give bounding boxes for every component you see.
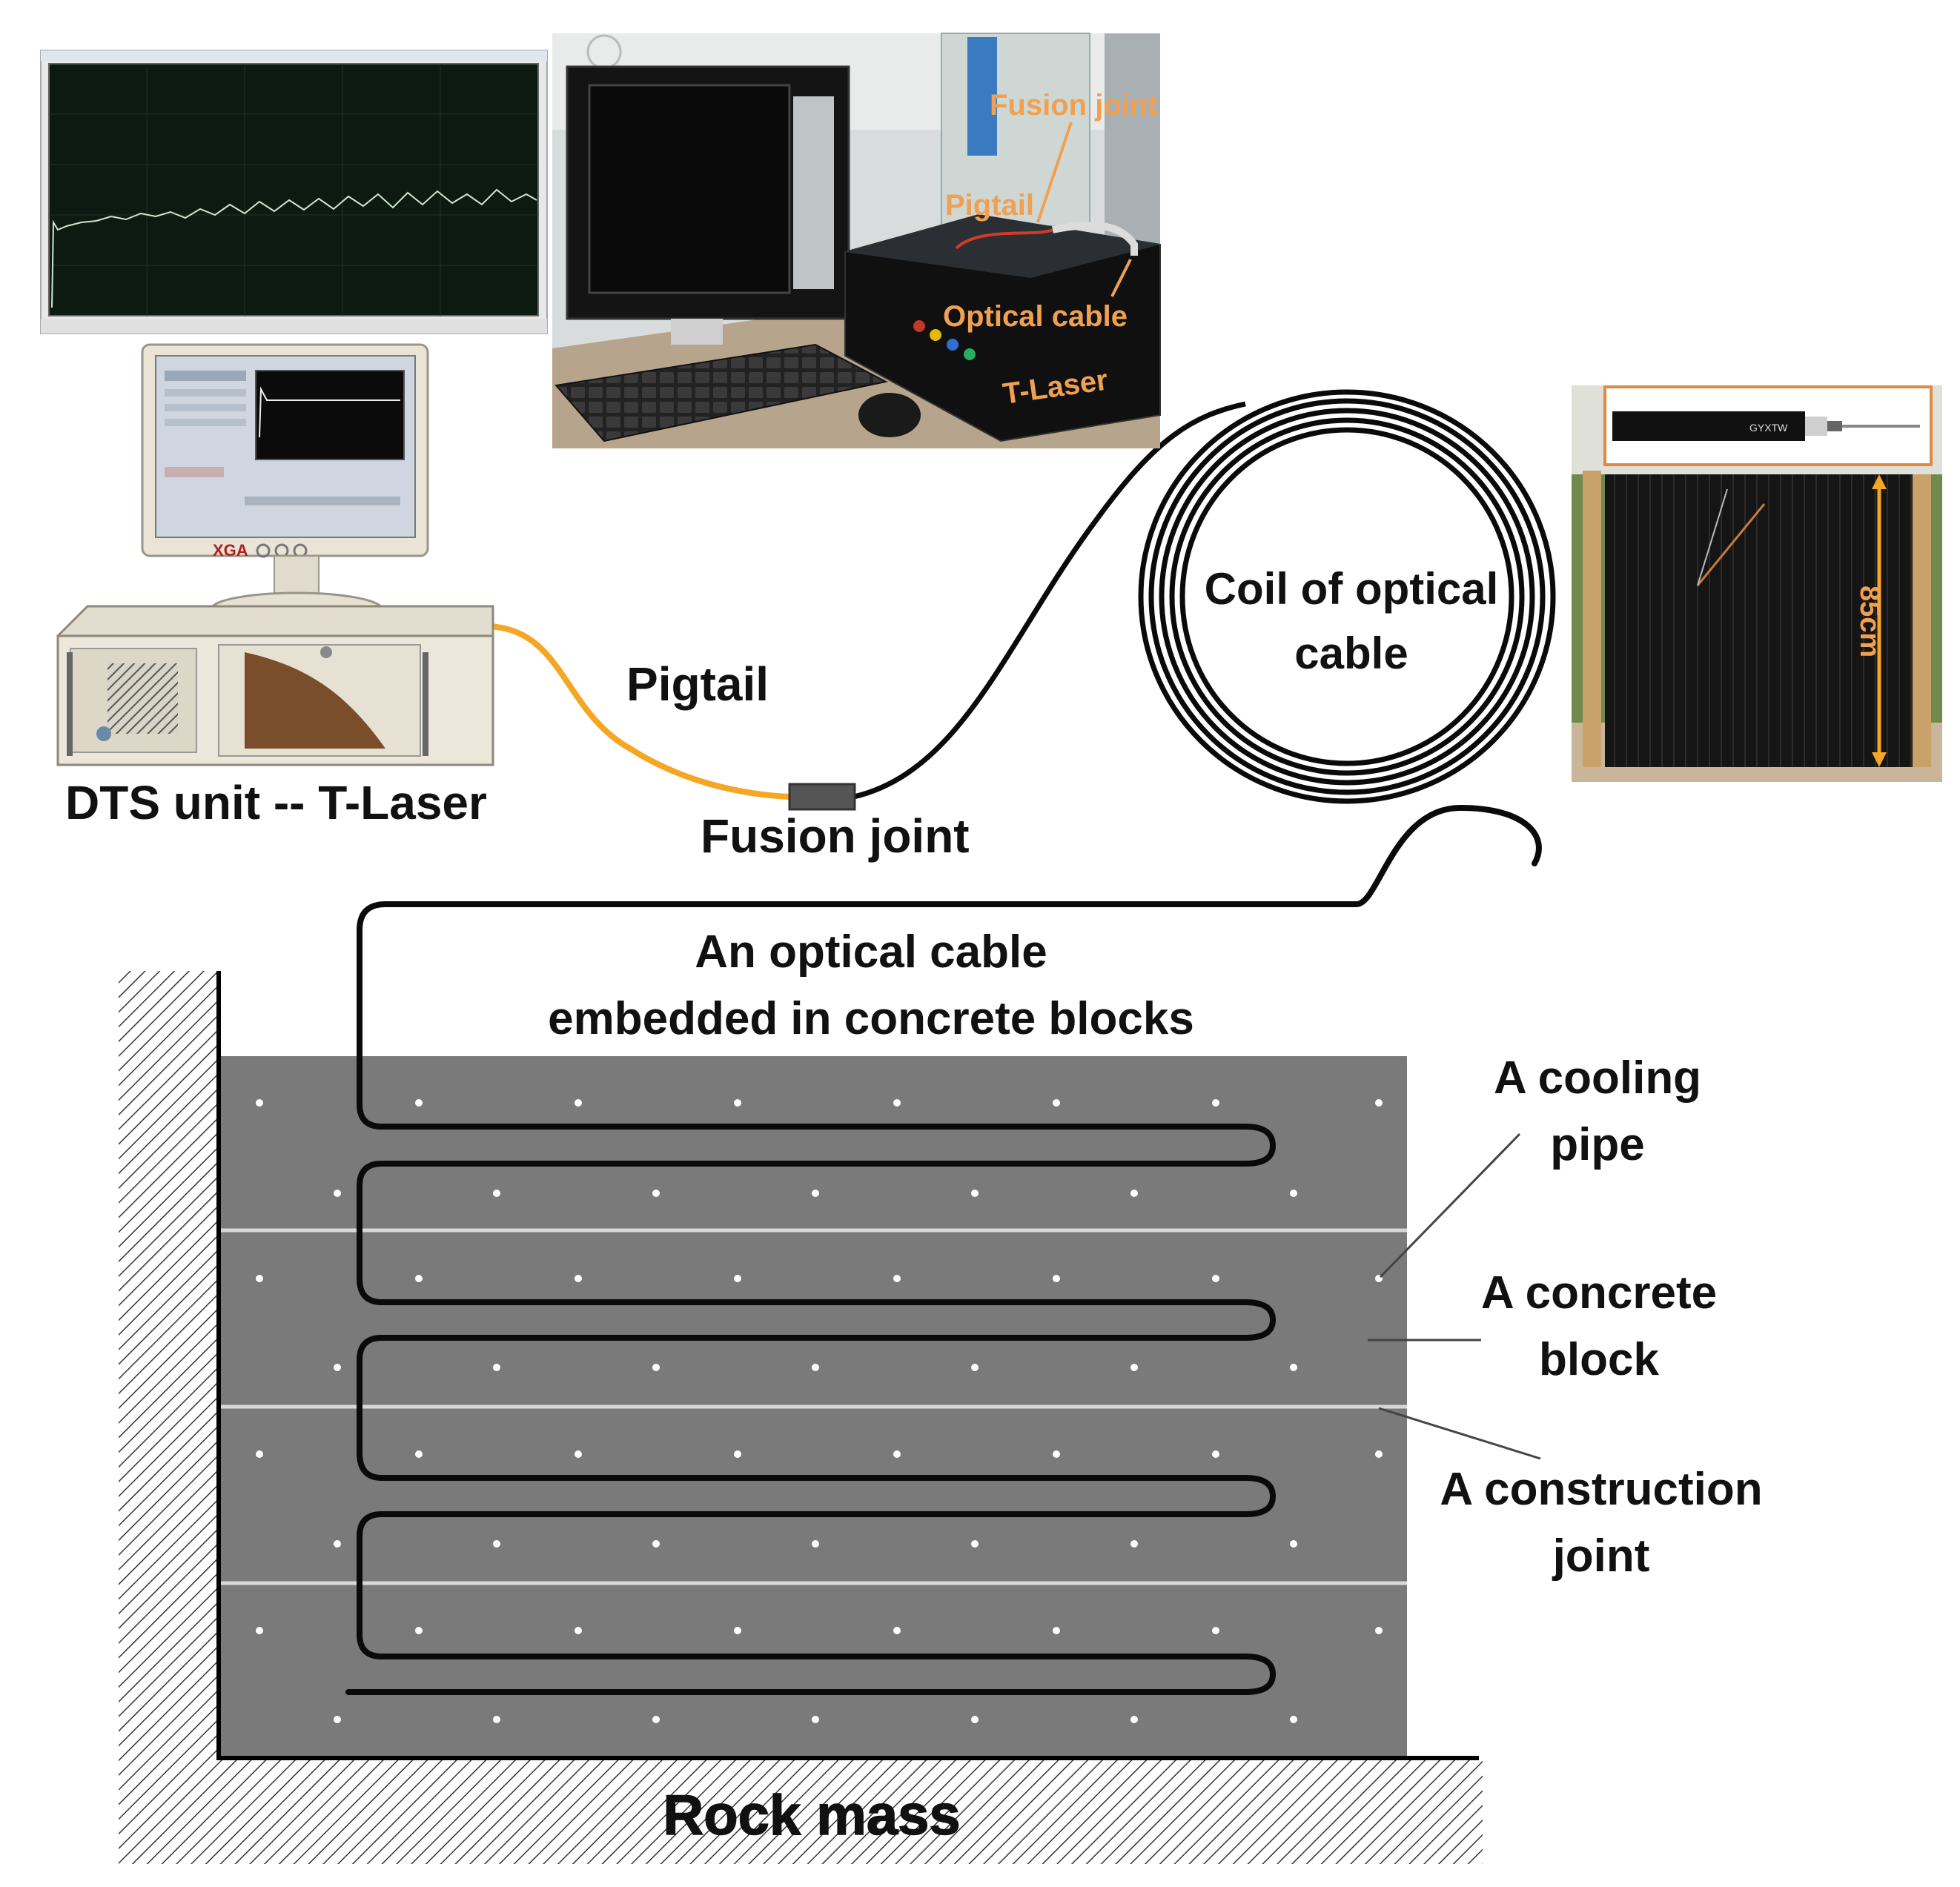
lab-photo	[552, 33, 1161, 448]
cooling-pipe-label-line2: pipe	[1550, 1119, 1644, 1170]
cooling-pipe-dot	[734, 1099, 741, 1107]
cooling-pipe-dot	[334, 1190, 341, 1197]
temperature-trace	[51, 188, 537, 308]
cooling-pipe-dot	[893, 1450, 901, 1458]
cooling-pipe-dot	[256, 1275, 263, 1282]
cooling-pipe-dot	[256, 1627, 263, 1634]
rock-mass-label: Rock mass	[663, 1784, 960, 1847]
cooling-pipe-dot	[1290, 1540, 1297, 1548]
cooling-pipe-dot	[1212, 1450, 1219, 1458]
cooling-pipe-dot	[1290, 1190, 1297, 1197]
cooling-pipe-dot	[652, 1540, 660, 1548]
embedded-cable-label-line1: An optical cable	[695, 926, 1047, 978]
cooling-pipe-dot	[493, 1190, 500, 1197]
cooling-pipe-dot	[493, 1364, 500, 1371]
cooling-pipe-dot	[971, 1364, 979, 1371]
cooling-pipe-dot	[1375, 1099, 1383, 1107]
cooling-pipe-dot	[652, 1190, 660, 1197]
concrete-block-label-line2: block	[1539, 1334, 1659, 1385]
reel-diameter-label: 85cm	[1854, 586, 1885, 657]
construction-joint-leader	[1378, 1407, 1541, 1460]
cooling-pipe-dot	[1290, 1364, 1297, 1371]
cooling-pipe-dot	[1375, 1450, 1383, 1458]
cable-print-text: GYXTW	[1749, 422, 1788, 434]
cooling-pipe-dot	[415, 1627, 423, 1634]
cooling-pipe-dot	[734, 1627, 741, 1634]
construction-joint-label-line1: A construction	[1440, 1464, 1762, 1515]
cooling-pipe-dot	[575, 1275, 582, 1282]
cooling-pipe-dot	[971, 1540, 979, 1548]
cooling-pipe-dot	[1053, 1275, 1060, 1282]
coil-label-line2: cable	[1294, 629, 1408, 678]
cooling-pipe-dot	[1212, 1099, 1219, 1107]
cooling-pipe-dot	[971, 1190, 979, 1197]
cooling-pipe-dot	[734, 1450, 741, 1458]
cooling-pipe-dot	[652, 1716, 660, 1723]
cooling-pipe-dot	[893, 1275, 901, 1282]
fusion-joint-label: Fusion joint	[701, 809, 970, 863]
cooling-pipe-dot	[1053, 1627, 1060, 1634]
cooling-pipe-dot	[1212, 1627, 1219, 1634]
cooling-pipe-dot	[812, 1364, 819, 1371]
cooling-pipe-dot	[734, 1275, 741, 1282]
concrete-block-label-line1: A concrete	[1481, 1267, 1717, 1319]
photo-fusion-joint-label: Fusion joint	[990, 89, 1158, 122]
cooling-pipe-dot	[415, 1275, 423, 1282]
cooling-pipe-dot	[415, 1450, 423, 1458]
cable-coil	[1138, 389, 1556, 804]
cooling-pipe-leader	[1379, 1132, 1521, 1279]
coil-label-line1: Coil of optical	[1205, 564, 1499, 614]
dts-unit-label: DTS unit -- T-Laser	[65, 776, 487, 829]
cooling-pipe-dot	[1130, 1190, 1138, 1197]
cooling-pipe-dot	[1053, 1099, 1060, 1107]
cooling-pipe-dot	[575, 1627, 582, 1634]
cooling-pipe-label-line1: A cooling	[1494, 1052, 1701, 1104]
cooling-pipe-dot	[415, 1099, 423, 1107]
cooling-pipe-dot	[1290, 1716, 1297, 1723]
cooling-pipe-dot	[1130, 1716, 1138, 1723]
cooling-pipe-dot	[575, 1450, 582, 1458]
cooling-pipe-dot	[575, 1099, 582, 1107]
cooling-pipe-dot	[812, 1190, 819, 1197]
cooling-pipe-dot	[256, 1450, 263, 1458]
pigtail-fiber	[489, 623, 790, 800]
monitor-brand-label: XGA	[213, 541, 248, 560]
cable-reel-photo: GYXTW	[1572, 385, 1942, 782]
cooling-pipe-dot	[1130, 1540, 1138, 1548]
rock-mass	[119, 971, 1483, 1864]
optical-cable-to-coil	[853, 401, 1246, 800]
embedded-cable-label-line2: embedded in concrete blocks	[548, 993, 1194, 1044]
cooling-pipe-dot	[1212, 1275, 1219, 1282]
software-screenshot	[40, 50, 548, 334]
pigtail-label: Pigtail	[626, 657, 769, 711]
cooling-pipe-dot	[971, 1716, 979, 1723]
fusion-joint-sleeve	[788, 783, 856, 811]
cooling-pipe-dot	[493, 1540, 500, 1548]
photo-pigtail-label: Pigtail	[945, 189, 1034, 222]
cooling-pipe-dot	[1053, 1450, 1060, 1458]
construction-joint-label-line2: joint	[1552, 1531, 1650, 1582]
cooling-pipe-dot	[256, 1099, 263, 1107]
cooling-pipe-dot	[652, 1364, 660, 1371]
cooling-pipe-dot	[1375, 1627, 1383, 1634]
cooling-pipe-dot	[1130, 1364, 1138, 1371]
cooling-pipe-dot	[493, 1716, 500, 1723]
embedded-optical-cable	[345, 805, 1542, 1695]
photo-optical-cable-label: Optical cable	[943, 300, 1128, 333]
dts-unit: XGA	[56, 343, 494, 766]
cooling-pipe-dot	[334, 1716, 341, 1723]
cooling-pipe-dot	[893, 1099, 901, 1107]
cooling-pipe-dots	[256, 1099, 1383, 1723]
concrete-blocks	[221, 1056, 1407, 1756]
cooling-pipe-dot	[334, 1540, 341, 1548]
cooling-pipe-dot	[334, 1364, 341, 1371]
cooling-pipe-dot	[812, 1716, 819, 1723]
cooling-pipe-dot	[893, 1627, 901, 1634]
cooling-pipe-dot	[812, 1540, 819, 1548]
